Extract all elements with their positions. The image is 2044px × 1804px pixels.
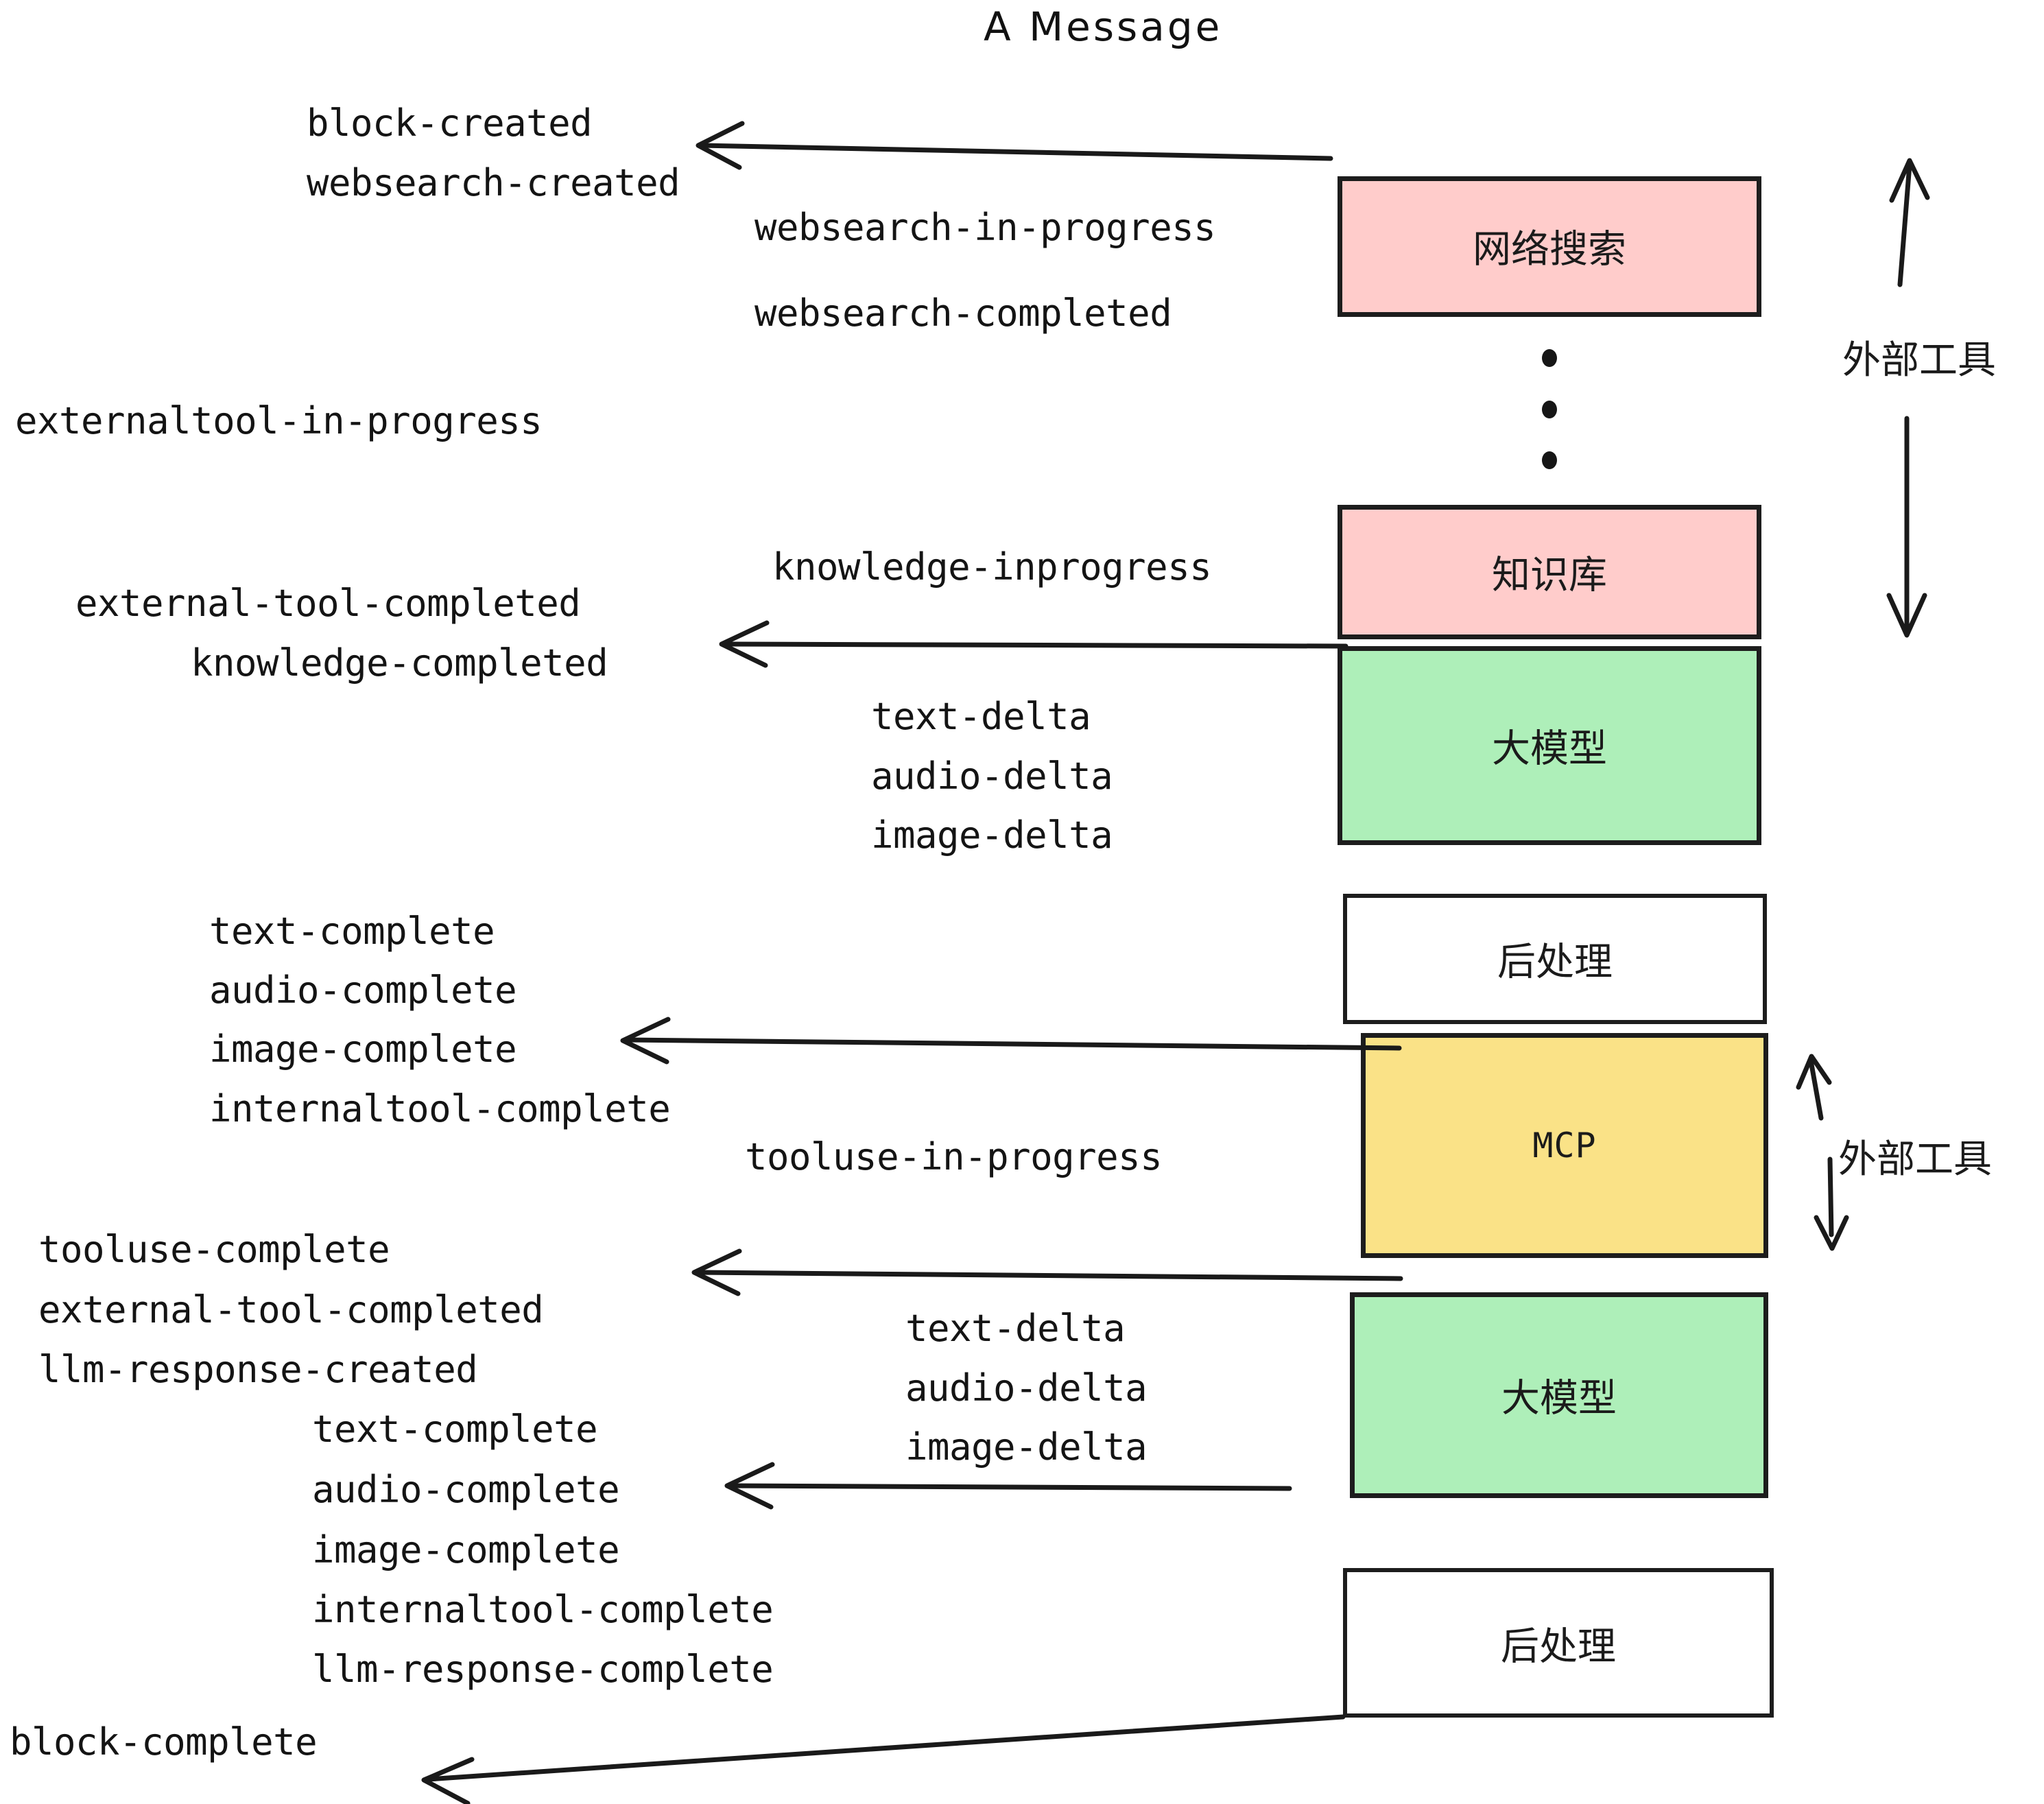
box-postprocess-top[interactable]	[1343, 894, 1767, 1024]
event-label-internaltool-complete-2: internaltool-complete	[312, 1588, 774, 1631]
event-label-tooluse-complete: tooluse-complete	[38, 1228, 390, 1271]
arrow-postprocess-to-block-complete	[421, 1714, 1346, 1804]
event-label-image-delta-1: image-delta	[871, 814, 1113, 857]
event-label-block-created: block-created	[307, 102, 593, 145]
event-label-image-complete-1: image-complete	[209, 1028, 517, 1071]
event-label-audio-delta-1: audio-delta	[871, 755, 1113, 798]
page-title: A Message	[984, 3, 1223, 50]
event-label-audio-delta-2: audio-delta	[905, 1366, 1148, 1410]
box-llm-top[interactable]	[1338, 646, 1761, 845]
event-label-websearch-in-progress: websearch-in-progress	[754, 206, 1216, 249]
box-postprocess-bottom-label: 后处理	[1501, 1624, 1616, 1670]
side-label-external-tools-bottom: 外部工具	[1838, 1137, 1992, 1182]
event-label-externaltool-in-progress: externaltool-in-progress	[15, 399, 543, 442]
arrow-external-tools-top-down	[1886, 416, 1927, 638]
side-label-external-tools-top: 外部工具	[1842, 338, 1996, 383]
event-label-websearch-completed: websearch-completed	[754, 292, 1172, 335]
arrow-external-tools-bottom-up	[1796, 1054, 1832, 1121]
arrow-websearch-to-block-created	[696, 121, 1333, 170]
arrow-external-tools-top-up	[1889, 158, 1930, 287]
event-label-llm-response-complete: llm-response-complete	[312, 1648, 774, 1691]
box-mcp[interactable]	[1361, 1033, 1768, 1258]
event-label-text-complete-1: text-complete	[209, 910, 495, 953]
event-label-llm-response-created: llm-response-created	[38, 1348, 478, 1391]
box-knowledge-base[interactable]	[1338, 505, 1761, 639]
box-llm-top-label: 大模型	[1492, 726, 1607, 772]
event-label-internaltool-complete-1: internaltool-complete	[209, 1087, 671, 1130]
event-label-knowledge-completed: knowledge-completed	[191, 641, 608, 685]
event-label-audio-complete-2: audio-complete	[312, 1468, 620, 1511]
box-mcp-label: MCP	[1532, 1126, 1597, 1165]
box-llm-bottom[interactable]	[1350, 1292, 1768, 1498]
event-label-text-complete-2: text-complete	[312, 1408, 598, 1451]
arrow-knowledge-to-knowledge-completed	[719, 620, 1348, 668]
event-label-text-delta-1: text-delta	[871, 695, 1091, 738]
arrow-mcp-to-tooluse-complete	[691, 1248, 1403, 1296]
arrow-llm-top-to-image-complete	[620, 1017, 1402, 1065]
box-postprocess-bottom[interactable]	[1343, 1568, 1774, 1718]
event-label-block-complete: block-complete	[10, 1720, 318, 1764]
ellipsis-dot	[1542, 451, 1557, 469]
event-label-websearch-created: websearch-created	[307, 161, 680, 204]
event-label-external-tool-completed-1: external-tool-completed	[75, 582, 581, 625]
event-label-image-delta-2: image-delta	[905, 1425, 1148, 1469]
box-postprocess-top-label: 后处理	[1497, 940, 1613, 985]
event-label-audio-complete-1: audio-complete	[209, 969, 517, 1012]
ellipsis-dot	[1542, 349, 1557, 367]
box-websearch-label: 网络搜索	[1473, 227, 1626, 272]
ellipsis-dot	[1542, 401, 1557, 418]
box-websearch[interactable]	[1338, 176, 1761, 317]
event-label-knowledge-inprogress: knowledge-inprogress	[772, 545, 1212, 589]
event-label-image-complete-2: image-complete	[312, 1528, 620, 1571]
box-llm-bottom-label: 大模型	[1501, 1376, 1617, 1421]
event-label-text-delta-2: text-delta	[905, 1307, 1126, 1350]
event-label-tooluse-in-progress: tooluse-in-progress	[745, 1135, 1163, 1178]
event-label-external-tool-completed-2: external-tool-completed	[38, 1288, 544, 1331]
box-knowledge-base-label: 知识库	[1492, 553, 1607, 598]
arrow-llm-bottom-to-audio-complete	[724, 1462, 1292, 1510]
